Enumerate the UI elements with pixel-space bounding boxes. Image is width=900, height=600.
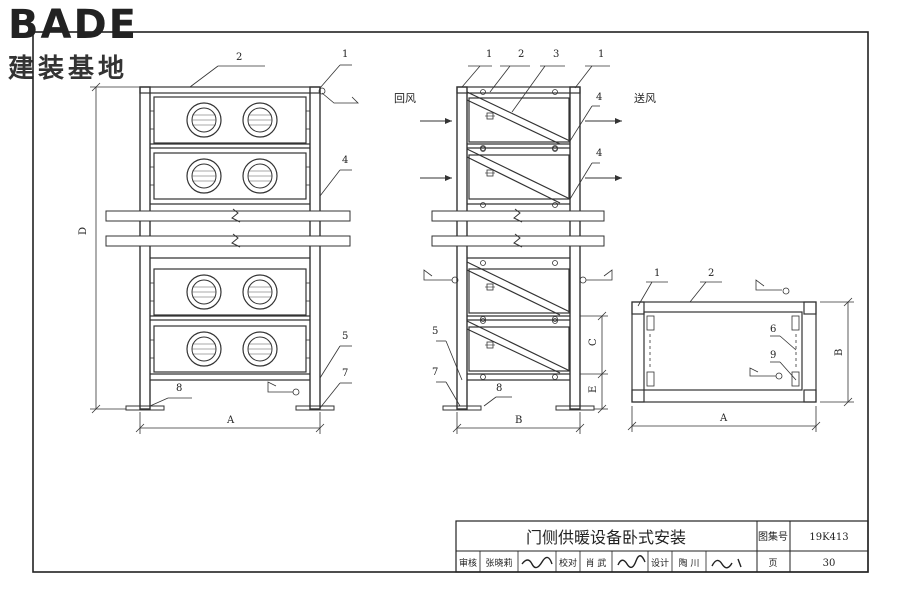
- callout-8: 8: [176, 383, 182, 394]
- dim-A-label: A: [226, 415, 235, 426]
- logo-subtitle: 建装基地: [8, 54, 129, 84]
- callout-7: 7: [432, 367, 438, 378]
- dim-B-label: B: [515, 415, 522, 426]
- dim-B-label: B: [834, 349, 845, 356]
- airflow-arrows: [420, 118, 622, 181]
- fan-unit-side: [468, 145, 570, 209]
- brand-logo: BADE 建装基地: [8, 2, 178, 84]
- callout-2: 2: [518, 49, 524, 60]
- callout-5: 5: [342, 331, 348, 342]
- review-label: 审核: [459, 557, 477, 569]
- page-label: 页: [768, 558, 777, 569]
- title-block: [455, 520, 869, 573]
- return-air-label: 回风: [394, 92, 416, 105]
- atlas-no-label: 图集号: [758, 530, 788, 543]
- callout-4: 4: [596, 92, 602, 103]
- drawing-title: 门侧供暖设备卧式安装: [526, 528, 686, 547]
- front-view: [105, 86, 351, 411]
- callout-2: 2: [708, 268, 714, 279]
- design-name: 陶 川: [679, 557, 700, 569]
- page-number: 30: [823, 558, 836, 569]
- callout-6: 6: [770, 324, 776, 335]
- callout-1: 1: [342, 49, 348, 60]
- side-view: [431, 86, 605, 411]
- logo-wordmark: BADE: [8, 2, 138, 48]
- callout-2: 2: [236, 52, 242, 63]
- atlas-no-value: 19K413: [809, 532, 848, 543]
- check-label: 校对: [559, 557, 577, 569]
- callout-4: 4: [596, 148, 602, 159]
- callout-4: 4: [342, 155, 348, 166]
- design-label: 设计: [651, 557, 669, 569]
- callout-5: 5: [432, 326, 438, 337]
- fan-unit: [150, 97, 310, 143]
- check-name: 肖 武: [586, 557, 607, 569]
- dim-D-label: D: [78, 227, 89, 235]
- review-name: 张晓莉: [485, 557, 512, 569]
- dim-A-label: A: [719, 413, 728, 424]
- callout-1: 1: [486, 49, 492, 60]
- callout-8: 8: [496, 383, 502, 394]
- fan-unit: [150, 326, 310, 372]
- callout-3: 3: [553, 49, 559, 60]
- dim-E-label: E: [588, 386, 599, 393]
- dim-C-label: C: [588, 338, 599, 346]
- plan-view: [627, 279, 854, 432]
- fan-unit: [150, 269, 310, 315]
- callout-1: 1: [654, 268, 660, 279]
- callout-1: 1: [598, 49, 604, 60]
- drawing-border: [32, 31, 869, 573]
- fan-unit: [150, 153, 310, 199]
- supply-air-label: 送风: [634, 91, 656, 105]
- callout-9: 9: [770, 350, 776, 361]
- callout-7: 7: [342, 368, 348, 379]
